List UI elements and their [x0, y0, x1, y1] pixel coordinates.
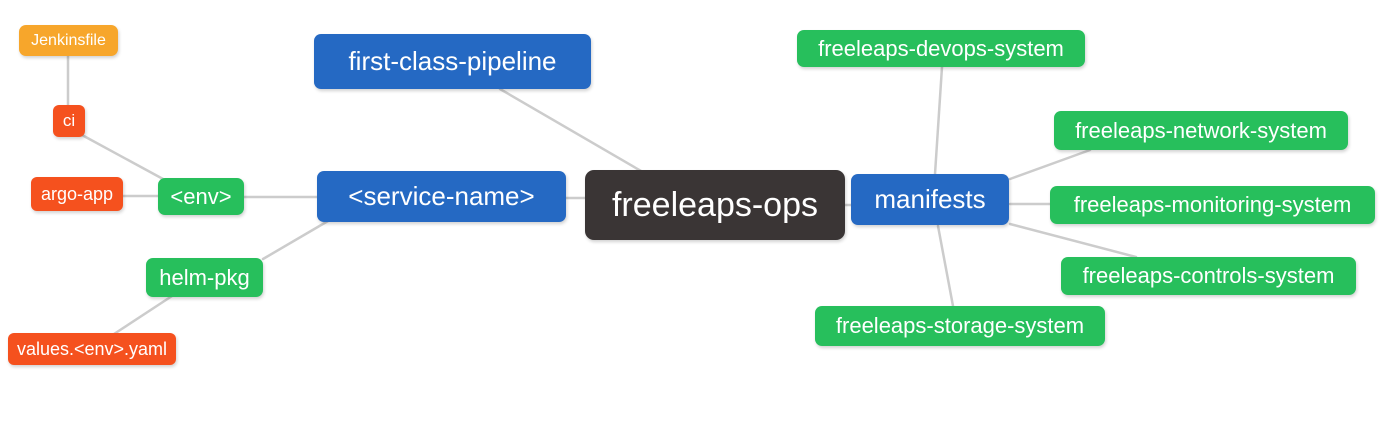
- edge-servicename-helmpkg: [261, 219, 330, 261]
- edge-manifests-controls: [1008, 222, 1138, 259]
- node-values-env-yaml[interactable]: values.<env>.yaml: [8, 333, 176, 365]
- node-first-class-pipeline[interactable]: first-class-pipeline: [314, 34, 591, 89]
- edge-manifests-network: [1008, 148, 1092, 181]
- node-freeleaps-monitoring-system[interactable]: freeleaps-monitoring-system: [1050, 186, 1375, 224]
- edge-pipeline-root: [498, 87, 643, 173]
- node-service-name[interactable]: <service-name>: [317, 171, 566, 222]
- node-env[interactable]: <env>: [158, 178, 244, 215]
- edge-ci-env: [80, 133, 165, 181]
- node-freeleaps-devops-system[interactable]: freeleaps-devops-system: [797, 30, 1085, 67]
- edge-manifests-devops: [933, 65, 944, 176]
- edge-manifests-storage: [936, 224, 955, 308]
- node-manifests[interactable]: manifests: [851, 174, 1009, 225]
- node-jenkinsfile[interactable]: Jenkinsfile: [19, 25, 118, 56]
- node-freeleaps-ops-root[interactable]: freeleaps-ops: [585, 170, 845, 240]
- edge-helmpkg-values: [112, 294, 174, 336]
- node-helm-pkg[interactable]: helm-pkg: [146, 258, 263, 297]
- node-freeleaps-controls-system[interactable]: freeleaps-controls-system: [1061, 257, 1356, 295]
- node-freeleaps-network-system[interactable]: freeleaps-network-system: [1054, 111, 1348, 150]
- node-ci[interactable]: ci: [53, 105, 85, 137]
- node-freeleaps-storage-system[interactable]: freeleaps-storage-system: [815, 306, 1105, 346]
- node-argo-app[interactable]: argo-app: [31, 177, 123, 211]
